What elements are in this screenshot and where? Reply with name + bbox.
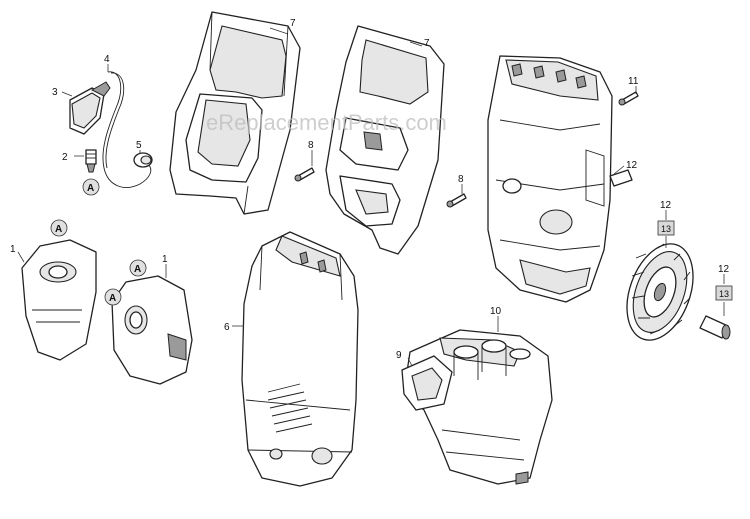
callouts: 3 4 2 5 7 7 8 8 11 12 1 1 6 9 10 12 12 <box>10 18 730 361</box>
power-cable-part <box>69 71 152 188</box>
clip-12 <box>609 169 633 187</box>
callout-7-left: 7 <box>290 18 296 29</box>
motor-cylinders <box>453 339 531 380</box>
callout-6: 6 <box>224 322 230 333</box>
wheel-part <box>626 243 694 341</box>
front-housing-part <box>241 231 359 487</box>
badge-a-cable-label: A <box>87 183 94 194</box>
callout-1-left: 1 <box>10 244 16 255</box>
callout-5: 5 <box>136 140 142 151</box>
axle-pin-part <box>699 315 731 340</box>
callout-8-right: 8 <box>458 174 464 185</box>
badge-a-cover: A <box>129 259 147 277</box>
base-frame-part <box>401 329 553 485</box>
callout-9: 9 <box>396 350 402 361</box>
callout-13-wheel: 13 <box>661 224 671 234</box>
callout-10: 10 <box>490 306 502 317</box>
plug-connector-part <box>85 149 97 173</box>
callout-11: 11 <box>628 76 639 87</box>
badge-a-cable: A <box>82 178 100 196</box>
badge-a-grommet: A <box>50 219 68 237</box>
boxed-callout-13-wheel: 13 <box>657 220 675 236</box>
callout-7-right: 7 <box>424 38 430 49</box>
watermark-text: eReplacementParts.com <box>206 110 447 135</box>
callout-12-clip: 12 <box>626 160 638 171</box>
grommet-part <box>133 152 153 168</box>
badge-a-hose-label: A <box>109 293 116 304</box>
badge-a-grommet-label: A <box>55 224 62 235</box>
cover-left-part <box>21 239 97 361</box>
boxed-callout-13-pin: 13 <box>715 285 733 301</box>
leader-lines <box>17 27 725 367</box>
rear-housing-part <box>487 55 613 303</box>
badge-a-hose: A <box>104 288 122 306</box>
vent-grille <box>267 383 313 433</box>
callout-3: 3 <box>52 87 58 98</box>
callout-2: 2 <box>62 152 68 163</box>
screw-8-left <box>294 167 315 182</box>
callout-12-wheel: 12 <box>660 200 672 211</box>
cover-right-part <box>111 275 193 385</box>
callout-1-right: 1 <box>162 254 168 265</box>
callout-13-pin: 13 <box>719 289 729 299</box>
handle-frame-rear-part <box>325 25 445 255</box>
screw-8-right <box>446 193 467 208</box>
callout-8-left: 8 <box>308 140 314 151</box>
badge-a-cover-label: A <box>134 264 141 275</box>
callout-4: 4 <box>104 54 110 65</box>
screw-11 <box>618 91 639 106</box>
callout-12-pin: 12 <box>718 264 730 275</box>
handle-frame-front-part <box>169 11 301 215</box>
